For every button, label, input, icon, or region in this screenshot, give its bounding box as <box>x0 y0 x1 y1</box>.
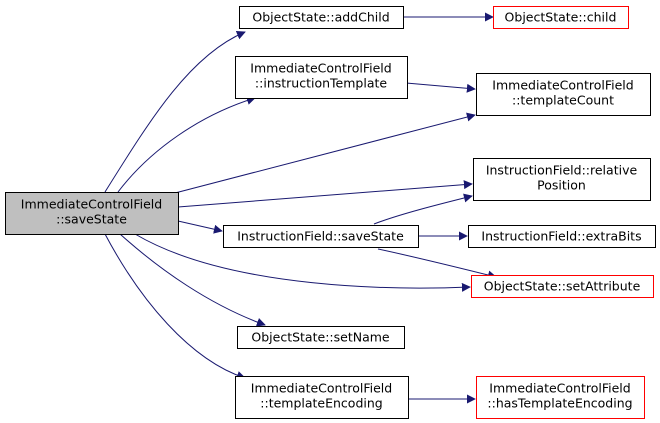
node-label-line: Position <box>537 178 586 193</box>
node-child[interactable]: ObjectState::child <box>493 6 629 29</box>
node-box <box>476 376 645 419</box>
node-hasTmplEnc[interactable]: ImmediateControlField ::hasTemplateEncod… <box>476 376 645 419</box>
edge-root-to-addChild <box>104 30 246 193</box>
node-label-line: InstructionField::saveState <box>237 229 404 244</box>
node-relPos[interactable]: InstructionField::relative Position <box>473 158 651 201</box>
edge-root-to-ifSaveState <box>177 220 223 234</box>
node-label-line: ImmediateControlField <box>21 197 162 212</box>
edge-root-to-setName <box>119 233 266 327</box>
edge-root-to-tmplCount <box>174 112 476 194</box>
edge-ifSaveState-to-setAttr <box>377 248 497 280</box>
node-root[interactable]: ImmediateControlField ::saveState <box>5 192 179 235</box>
node-label-line: ::templateEncoding <box>260 396 382 411</box>
node-setName[interactable]: ObjectState::setName <box>237 326 405 349</box>
node-label-line: InstructionField::extraBits <box>481 229 641 244</box>
node-label-line: ObjectState::setAttribute <box>484 279 641 294</box>
node-addChild[interactable]: ObjectState::addChild <box>239 6 404 29</box>
node-box <box>235 56 408 99</box>
node-label-line: InstructionField::relative <box>486 163 638 178</box>
node-label-line: ObjectState::addChild <box>252 10 389 25</box>
node-instrTmpl[interactable]: ImmediateControlField ::instructionTempl… <box>235 56 408 99</box>
node-label-line: ::saveState <box>56 212 127 227</box>
node-box <box>237 326 405 349</box>
nodes: ImmediateControlField ::saveState Object… <box>5 6 656 419</box>
node-box <box>473 158 651 201</box>
node-extraBits[interactable]: InstructionField::extraBits <box>468 225 656 248</box>
node-ifSaveState[interactable]: InstructionField::saveState <box>223 225 419 248</box>
node-label-line: ImmediateControlField <box>492 78 633 93</box>
node-box <box>493 6 629 29</box>
node-tmplEnc[interactable]: ImmediateControlField ::templateEncoding <box>235 376 409 419</box>
node-box <box>471 275 654 298</box>
node-box <box>235 376 409 419</box>
node-setAttr[interactable]: ObjectState::setAttribute <box>471 275 654 298</box>
node-label-line: ImmediateControlField <box>251 381 392 396</box>
node-label-line: ObjectState::setName <box>251 330 390 345</box>
node-box <box>239 6 404 29</box>
node-box <box>476 73 651 116</box>
node-box <box>5 192 179 235</box>
edges <box>104 12 497 404</box>
edge-instrTmpl-to-tmplCount <box>405 82 476 93</box>
node-label-line: ::hasTemplateEncoding <box>487 396 632 411</box>
node-box <box>468 225 656 248</box>
edge-root-to-setAttr <box>134 233 471 292</box>
node-label-line: ::instructionTemplate <box>255 76 387 91</box>
node-tmplCount[interactable]: ImmediateControlField ::templateCount <box>476 73 651 116</box>
node-label-line: ObjectState::child <box>505 10 617 25</box>
node-box <box>223 225 419 248</box>
node-label-line: ImmediateControlField <box>489 381 630 396</box>
edge-root-to-instrTmpl <box>117 96 256 193</box>
edge-root-to-relPos <box>177 180 473 208</box>
edge-ifSaveState-to-relPos <box>373 193 473 225</box>
node-label-line: ImmediateControlField <box>250 61 391 76</box>
node-label-line: ::templateCount <box>512 93 614 108</box>
edge-root-to-tmplEnc <box>104 233 246 380</box>
